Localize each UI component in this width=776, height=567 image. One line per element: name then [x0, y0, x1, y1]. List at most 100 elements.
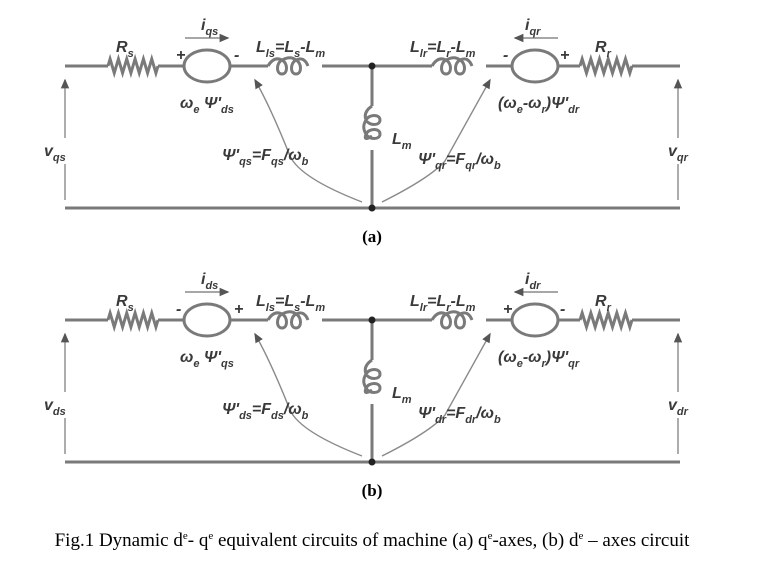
caption-superscript: e	[488, 530, 493, 542]
rotor-source-label-text: -ω	[523, 349, 542, 366]
caption-superscript: e	[208, 530, 213, 542]
rotor-current-label-subscript: qr	[529, 26, 541, 38]
rotor-leakage-inductance-label: Llr=Lr-Lm	[410, 39, 476, 60]
stator-resistor	[106, 53, 160, 79]
stator-source-label: ωe Ψ'ds	[180, 95, 234, 116]
rotor-leakage-inductance-label-subscript: lr	[420, 302, 428, 314]
stator-leakage-inductor	[266, 56, 310, 76]
stator-flux-label-subscript: ds	[271, 410, 284, 422]
rotor-flux-label-subscript: qr	[435, 160, 447, 172]
stator-flux-label-text: /ω	[283, 401, 302, 418]
label-bg	[40, 138, 80, 164]
stator-leakage-inductance-label-text: =L	[275, 293, 294, 310]
rotor-source-label-text: )Ψ'	[544, 349, 570, 366]
stator-flux-label-text: Ψ'	[222, 401, 240, 418]
rotor-voltage-label-subscript: dr	[677, 406, 689, 418]
stator-source-label-subscript: qs	[221, 358, 234, 370]
rotor-source-label-text: (ω	[498, 349, 517, 366]
rotor-leakage-inductance-label-text: =L	[427, 293, 446, 310]
rotor-source-label-text: )Ψ'	[544, 95, 570, 112]
rotor-source-label-subscript: r	[542, 104, 547, 116]
rotor-leakage-inductance-label-text: =L	[427, 39, 446, 56]
rotor-flux-arrow	[381, 332, 491, 457]
stator-voltage-source	[182, 48, 232, 84]
rotor-leakage-inductance-label-subscript: m	[466, 48, 476, 60]
stator-flux-label-text: =F	[252, 147, 272, 164]
stator-resistor-label: Rs	[116, 39, 134, 60]
magnetizing-inductance-label-subscript: m	[402, 140, 412, 152]
caption-superscript: e	[183, 530, 188, 542]
stator-voltage-label-text: v	[44, 143, 54, 160]
stator-resistor-label-text: R	[116, 39, 128, 56]
caption-text: Fig.1 Dynamic d	[55, 530, 184, 551]
caption-text: – axes circuit	[583, 530, 690, 551]
stator-current-label: iqs	[201, 17, 218, 38]
stator-leakage-inductance-label-subscript: s	[294, 48, 300, 60]
rotor-leakage-inductor	[430, 310, 474, 330]
magnetizing-inductor	[362, 104, 382, 141]
rotor-flux-label-subscript: b	[494, 160, 501, 172]
stator-leakage-inductance-label: Lls=Ls-Lm	[256, 293, 325, 314]
rotor-resistor-label: Rr	[595, 39, 612, 60]
magnetizing-inductance-label-text: L	[392, 131, 402, 148]
rotor-voltage-label-text: v	[668, 143, 678, 160]
stator-flux-arrow	[254, 332, 363, 457]
rotor-source-polarity-right: +	[560, 47, 569, 64]
stator-resistor-label: Rs	[116, 293, 134, 314]
rotor-source-label-subscript: qr	[568, 358, 580, 370]
node-top	[368, 316, 376, 324]
rotor-resistor	[578, 53, 634, 79]
stator-current-label-text: i	[201, 271, 206, 288]
rotor-leakage-inductance-label-text: -L	[451, 39, 466, 56]
stator-flux-label-subscript: b	[302, 156, 309, 168]
magnetizing-inductance-label: Lm	[392, 131, 412, 152]
rotor-resistor-label: Rr	[595, 293, 612, 314]
stator-leakage-inductance-label-text: -L	[300, 39, 315, 56]
stator-voltage-label: vqs	[44, 143, 66, 164]
label-bg	[40, 392, 80, 418]
rotor-source-polarity-left: +	[503, 301, 512, 318]
magnetizing-inductance-label: Lm	[392, 385, 412, 406]
rotor-voltage-label: vdr	[668, 397, 689, 418]
stator-voltage-label-subscript: qs	[53, 152, 66, 164]
rotor-flux-label: Ψ'dr=Fdr/ωb	[418, 405, 501, 426]
rotor-flux-label-subscript: b	[494, 414, 501, 426]
stator-current-label: ids	[201, 271, 218, 292]
rotor-flux-label-text: /ω	[475, 151, 494, 168]
rotor-flux-label-text: =F	[446, 151, 466, 168]
stator-flux-label-text: Ψ'	[222, 147, 240, 164]
rotor-leakage-inductance-label: Llr=Lr-Lm	[410, 293, 476, 314]
rotor-flux-label-subscript: qr	[465, 160, 477, 172]
stator-source-label-text: ω	[180, 95, 193, 112]
stator-leakage-inductance-label-subscript: ls	[266, 302, 275, 314]
rotor-resistor	[578, 307, 634, 333]
rotor-flux-label-text: =F	[446, 405, 466, 422]
stator-source-label-subscript: e	[193, 104, 199, 116]
stator-leakage-inductance-label-text: L	[256, 39, 266, 56]
rotor-leakage-inductance-label-subscript: r	[446, 302, 451, 314]
stator-leakage-inductance-label-subscript: m	[315, 302, 325, 314]
stator-voltage-source	[182, 302, 232, 338]
rotor-source-polarity-right: -	[560, 301, 565, 318]
stator-leakage-inductor	[266, 310, 310, 330]
rotor-flux-label-subscript: dr	[465, 414, 477, 426]
stator-leakage-inductance-label-subscript: s	[294, 302, 300, 314]
caption-text: -axes, (b) d	[492, 530, 578, 551]
stator-source-label-text: Ψ'	[199, 95, 222, 112]
rotor-source-label: (ωe-ωr)Ψ'dr	[498, 95, 580, 116]
rotor-current-label-text: i	[525, 271, 530, 288]
stator-flux-label: Ψ'qs=Fqs/ωb	[222, 147, 309, 168]
stator-flux-label-subscript: b	[302, 410, 309, 422]
rotor-resistor-label-subscript: r	[607, 302, 612, 314]
caption-text: - q	[188, 530, 209, 551]
rotor-current-label-text: i	[525, 17, 530, 34]
rotor-current-label: idr	[525, 271, 541, 292]
stator-voltage-label: vds	[44, 397, 66, 418]
stator-resistor-label-text: R	[116, 293, 128, 310]
stator-leakage-inductance-label-text: L	[256, 293, 266, 310]
stator-leakage-inductance-label-text: -L	[300, 293, 315, 310]
stator-source-polarity-right: +	[234, 301, 243, 318]
rotor-leakage-inductance-label-subscript: lr	[420, 48, 428, 60]
